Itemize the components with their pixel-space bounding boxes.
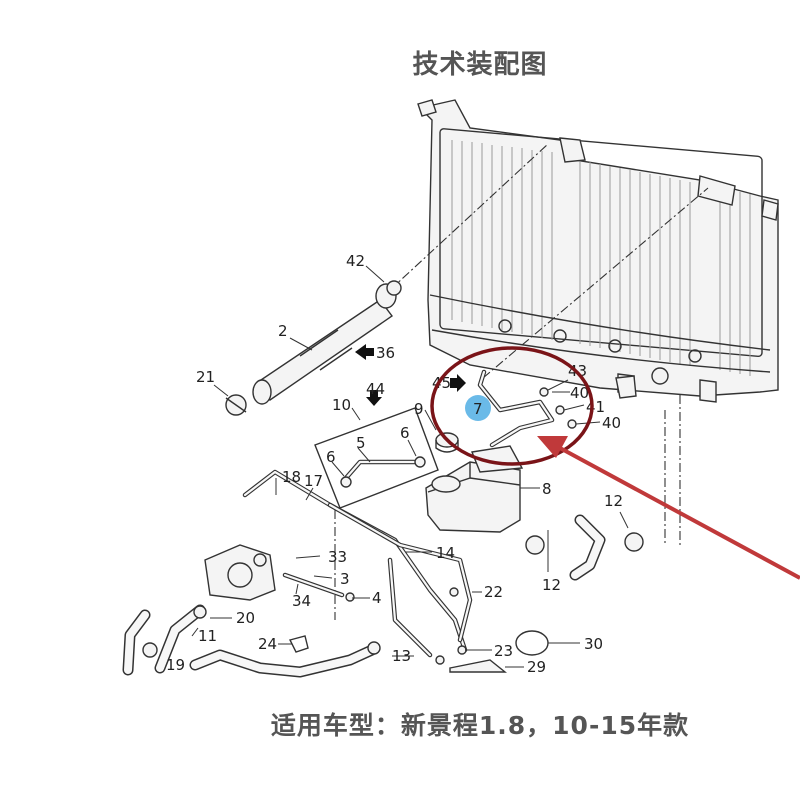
callout-labels: 42 2 36 21 44 10 9 5 6 6 45 43 40 41 40 … xyxy=(166,252,623,676)
radiator-core xyxy=(451,140,751,376)
callout-6-right: 6 xyxy=(400,424,410,442)
callout-4: 4 xyxy=(372,589,382,607)
coolant-reservoir xyxy=(425,432,524,533)
callout-23: 23 xyxy=(494,642,513,660)
highlight-marker xyxy=(465,395,491,421)
callout-21: 21 xyxy=(196,368,215,386)
callout-13: 13 xyxy=(392,647,411,665)
callout-17: 17 xyxy=(304,472,323,490)
callout-6-left: 6 xyxy=(326,448,336,466)
highlight-circle xyxy=(430,346,594,466)
callout-19: 19 xyxy=(166,656,185,674)
callout-36: 36 xyxy=(376,344,395,362)
applicable-models-caption: 适用车型：新景程1.8，10-15年款 xyxy=(270,711,690,740)
callout-14: 14 xyxy=(436,544,455,562)
overflow-hose-7 xyxy=(477,369,637,448)
highlight-overlay: 7 xyxy=(430,346,800,580)
callout-11: 11 xyxy=(198,627,217,645)
small-components xyxy=(288,630,549,673)
callout-42: 42 xyxy=(346,252,365,270)
callout-24: 24 xyxy=(258,635,277,653)
callout-29: 29 xyxy=(527,658,546,676)
view-arrows xyxy=(355,344,466,406)
callout-40-bottom: 40 xyxy=(602,414,621,432)
heater-pipes xyxy=(242,469,473,665)
callout-22: 22 xyxy=(484,583,503,601)
radiator xyxy=(417,99,779,403)
leader-lines xyxy=(191,265,629,668)
callout-18: 18 xyxy=(282,468,301,486)
callout-34: 34 xyxy=(292,592,311,610)
diagram-title: 技术装配图 xyxy=(412,50,548,80)
callout-5: 5 xyxy=(356,434,366,452)
callout-10: 10 xyxy=(332,396,351,414)
callout-3: 3 xyxy=(340,570,350,588)
lower-radiator-hose xyxy=(525,514,644,581)
callout-33: 33 xyxy=(328,548,347,566)
upper-radiator-hose xyxy=(225,280,402,416)
callout-44: 44 xyxy=(366,380,385,398)
callout-9: 9 xyxy=(414,400,424,418)
pointer-arrow xyxy=(537,436,800,580)
callout-30: 30 xyxy=(584,635,603,653)
callout-12-right: 12 xyxy=(604,492,623,510)
callout-40-top: 40 xyxy=(570,384,589,402)
callout-12-left: 12 xyxy=(542,576,561,594)
callout-20: 20 xyxy=(236,609,255,627)
guide-lines xyxy=(334,143,709,620)
callout-8: 8 xyxy=(542,480,552,498)
highlight-marker-label: 7 xyxy=(473,400,483,418)
bracket-10 xyxy=(314,407,439,509)
thermostat-housing xyxy=(122,544,381,678)
callout-2: 2 xyxy=(278,322,288,340)
